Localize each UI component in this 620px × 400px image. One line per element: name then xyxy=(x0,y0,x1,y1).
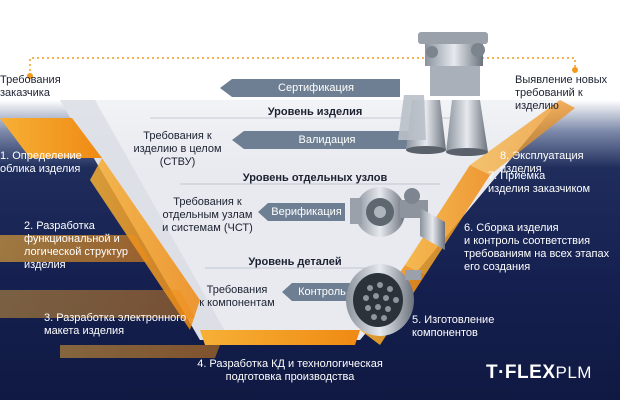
right-orange-strip-3 xyxy=(470,100,575,175)
step-5: 5. Изготовление компонентов xyxy=(412,314,495,339)
logo-suffix: PLM xyxy=(555,363,592,382)
step-4: 4. Разработка КД и технологическая подго… xyxy=(197,358,383,383)
injector-head-image xyxy=(346,264,421,336)
certification-arrow-shape xyxy=(220,79,400,97)
req-nodes: Требования к отдельным узлам и системам … xyxy=(162,196,253,234)
new-requirements: Выявление новых требований к изделию xyxy=(515,74,608,112)
dotted-connector xyxy=(29,57,576,76)
customer-requirements: Требования заказчика xyxy=(0,74,61,99)
left-orange-band-1 xyxy=(0,235,150,262)
req-components: Требования к компонентам xyxy=(199,284,275,309)
rocket-engine-image xyxy=(398,32,488,156)
control-arrow-shape xyxy=(282,283,352,301)
left-orange-band-2 xyxy=(0,290,195,318)
turbopump-image xyxy=(350,187,445,250)
level-product: Уровень изделия xyxy=(267,106,363,118)
verification-arrow-shape xyxy=(258,203,345,221)
right-orange-strip-2 xyxy=(405,165,490,275)
level-nodes: Уровень отдельных узлов xyxy=(242,172,388,184)
dotted-connector-start xyxy=(27,73,33,79)
tflex-logo: T·FLEXPLM xyxy=(486,362,592,384)
step-3: 3. Разработка электронного макета издели… xyxy=(44,312,187,337)
left-orange-strip xyxy=(0,118,102,158)
bottom-left-glow xyxy=(60,345,220,358)
step-7: 7. Приёмка изделия заказчиком xyxy=(488,170,591,195)
certification-arrow: Сертификация xyxy=(278,82,354,94)
left-orange-strip-2 xyxy=(90,158,200,330)
step-8: 8. Эксплуатация изделия xyxy=(500,150,584,175)
dotted-connector-end xyxy=(572,67,578,73)
level-details: Уровень деталей xyxy=(248,256,342,268)
step-6: 6. Сборка изделия и контроль соответстви… xyxy=(464,222,610,273)
verification-arrow: Верификация xyxy=(271,206,342,218)
req-product: Требования к изделию в целом (СТВУ) xyxy=(133,130,222,168)
logo-main: T·FLEX xyxy=(486,362,556,383)
validation-arrow: Валидация xyxy=(298,134,356,146)
step-1: 1. Определение облика изделия xyxy=(0,150,82,175)
step-2: 2. Разработка функциональной и логическо… xyxy=(24,220,129,271)
control-arrow: Контроль xyxy=(298,286,346,298)
bottom-orange-bar xyxy=(200,330,360,345)
validation-arrow-shape xyxy=(232,131,410,149)
